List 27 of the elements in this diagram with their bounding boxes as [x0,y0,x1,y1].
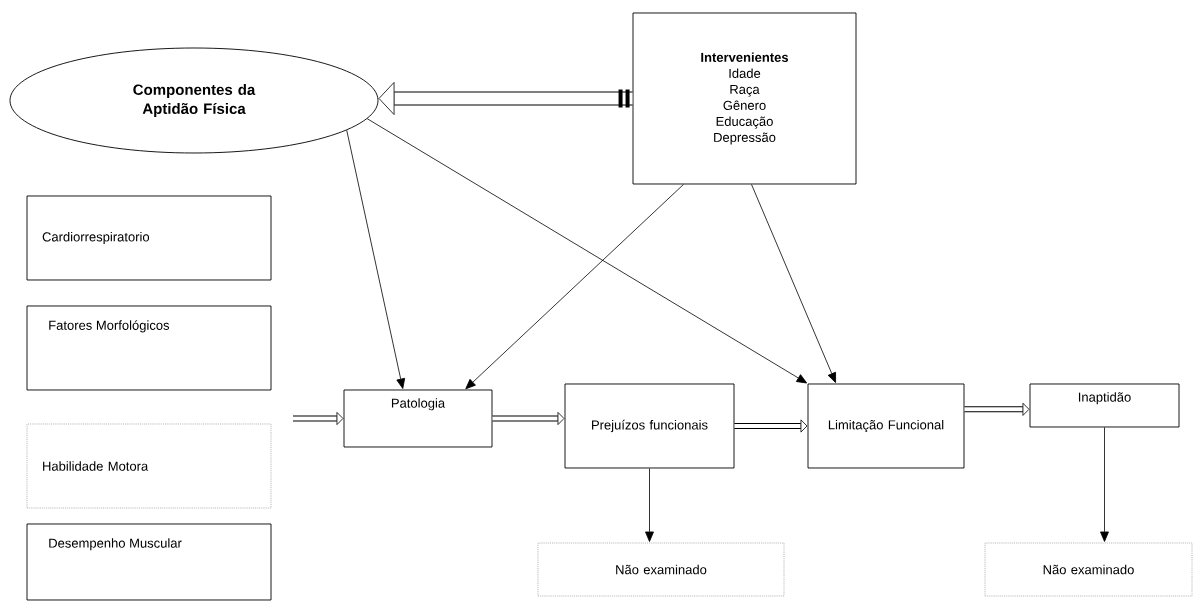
block-arrow [378,82,633,115]
process-box: Limitação Funcional [807,383,965,469]
process-box [1029,383,1180,428]
process-box: Cardiorrespiratorio [26,195,272,281]
block-arrow [964,402,1030,416]
node-text: Inaptidão [1078,392,1131,405]
process-box: Intervenientes Idade Raça Gênero Educação Depressão [632,12,857,185]
process-box: Não examinado [984,542,1193,597]
process-box [26,523,272,601]
arrow [465,184,684,390]
process-box: Não examinado [537,542,785,597]
arrow [1100,427,1109,542]
arrow [645,468,654,542]
process-box [343,389,493,448]
process-box [26,305,272,391]
arrow [366,118,808,384]
block-arrow [492,412,565,425]
arrow [751,184,836,383]
node-text: Fatores Morfológicos [49,320,170,333]
block-arrow [293,412,344,425]
process-box: Prejuízos funcionais [564,383,735,469]
block-arrow [734,419,808,433]
process-box: Habilidade Motora [26,423,272,509]
node-text: Desempenho Muscular [49,538,182,551]
arrow [346,129,406,389]
ellipse-node: Componentes da Aptidão Física [9,47,379,154]
node-text: Patologia [391,398,446,411]
